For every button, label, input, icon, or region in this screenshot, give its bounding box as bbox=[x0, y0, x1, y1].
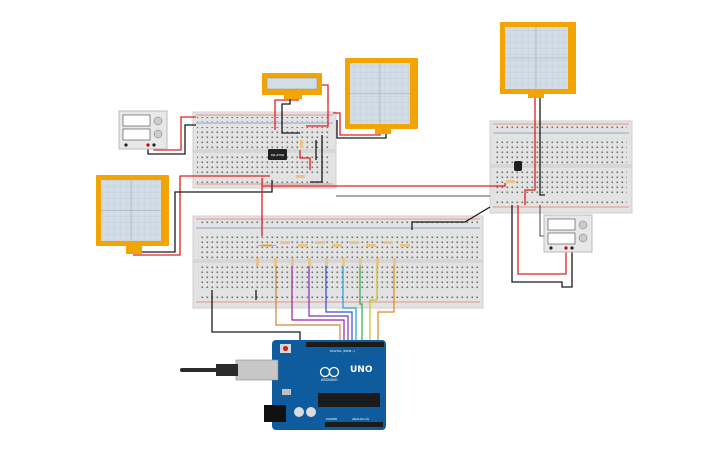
power-supply-right[interactable] bbox=[543, 214, 593, 253]
resistor bbox=[376, 241, 393, 266]
resistor bbox=[342, 241, 359, 266]
arduino-power-label: POWER bbox=[326, 417, 337, 421]
arduino-brand: UNO bbox=[350, 365, 373, 375]
resistor bbox=[325, 244, 342, 266]
resistor bbox=[393, 244, 410, 266]
resistor bbox=[256, 244, 276, 266]
ic-chip[interactable]: op-amp bbox=[268, 149, 287, 160]
ic-chip-label: op-amp bbox=[271, 153, 285, 157]
arduino-analog-label: ANALOG IN bbox=[352, 417, 369, 421]
signal-wires bbox=[275, 265, 395, 344]
transistor[interactable] bbox=[514, 161, 522, 171]
breadboard-upper-left bbox=[192, 111, 337, 189]
oscilloscope-left[interactable] bbox=[96, 175, 169, 254]
resistor bbox=[308, 241, 325, 266]
breadboard-right bbox=[489, 120, 633, 214]
resistor bbox=[274, 241, 290, 266]
resistor bbox=[291, 244, 308, 266]
power-supply-left[interactable] bbox=[118, 110, 168, 150]
resistor bbox=[359, 244, 376, 266]
arduino-uno[interactable]: UNO ARDUINO DIGITAL (PWM~) ANALOG IN POW… bbox=[180, 340, 386, 430]
oscilloscope-top-middle[interactable] bbox=[345, 58, 418, 134]
breadboard-large bbox=[192, 215, 484, 309]
arduino-header-label: DIGITAL (PWM~) bbox=[330, 349, 355, 353]
arduino-sub: ARDUINO bbox=[321, 378, 338, 382]
function-generator[interactable] bbox=[262, 73, 322, 99]
resistor bbox=[296, 140, 515, 183]
resistor-array bbox=[256, 140, 515, 266]
oscilloscope-right[interactable] bbox=[500, 22, 576, 98]
wires bbox=[133, 84, 573, 344]
